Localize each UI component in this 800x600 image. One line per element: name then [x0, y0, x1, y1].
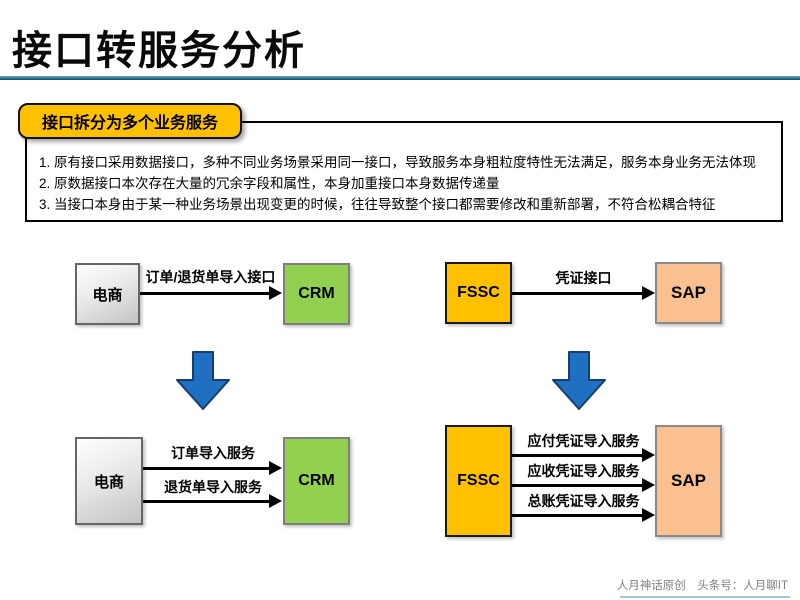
node-crm: CRM	[283, 263, 350, 325]
footer-credit: 人月神话原创 头条号：人月聊IT	[616, 580, 788, 592]
note-line-2: 2. 原数据接口本次存在大量的冗余字段和属性，本身加重接口本身数据传递量	[39, 176, 500, 191]
node-crm: CRM	[283, 437, 350, 525]
transform-down-arrow-right	[552, 351, 606, 410]
flow-arrow	[512, 286, 655, 300]
arrow-label: 订单导入服务	[171, 445, 255, 461]
arrow-label: 退货单导入服务	[164, 479, 262, 495]
arrow-label: 订单/退货单导入接口	[145, 269, 276, 285]
flow-ecommerce-crm-after: 电商 订单导入服务 退货单导入服务 CRM	[75, 437, 350, 525]
node-sap: SAP	[655, 262, 722, 324]
page-title: 接口转服务分析	[12, 29, 306, 73]
flow-arrow	[143, 461, 282, 475]
node-fssc: FSSC	[445, 262, 512, 324]
flow-arrow	[512, 478, 655, 492]
note-line-3: 3. 当接口本身由于某一种业务场景出现变更的时候，往往导致整个接口都需要修改和重…	[39, 197, 716, 212]
flow-ecommerce-crm-before: 电商 订单/退货单导入接口 CRM	[75, 263, 350, 325]
arrow-label: 应收凭证导入服务	[527, 463, 640, 479]
node-sap: SAP	[655, 425, 722, 537]
flow-fssc-sap-after: FSSC 应付凭证导入服务 应收凭证导入服务 总账凭证导入服务 SAP	[445, 425, 722, 537]
callout-label: 接口拆分为多个业务服务	[18, 103, 242, 139]
transform-down-arrow-left	[176, 351, 230, 410]
node-ecommerce: 电商	[75, 437, 143, 525]
flow-arrow	[143, 494, 282, 508]
arrow-label: 总账凭证导入服务	[527, 493, 640, 509]
title-underline	[0, 76, 800, 80]
node-fssc: FSSC	[445, 425, 512, 537]
arrow-label: 凭证接口	[555, 270, 612, 286]
notes-box: 1. 原有接口采用数据接口，多种不同业务场景采用同一接口，导致服务本身粗粒度特性…	[25, 121, 783, 222]
arrow-label: 应付凭证导入服务	[527, 433, 640, 449]
footer-rule	[620, 596, 790, 598]
node-ecommerce: 电商	[75, 263, 140, 325]
flow-arrow	[512, 448, 655, 462]
flow-fssc-sap-before: FSSC 凭证接口 SAP	[445, 262, 722, 324]
flow-arrow	[512, 508, 655, 522]
flow-arrow	[140, 286, 282, 300]
note-line-1: 1. 原有接口采用数据接口，多种不同业务场景采用同一接口，导致服务本身粗粒度特性…	[39, 155, 757, 170]
